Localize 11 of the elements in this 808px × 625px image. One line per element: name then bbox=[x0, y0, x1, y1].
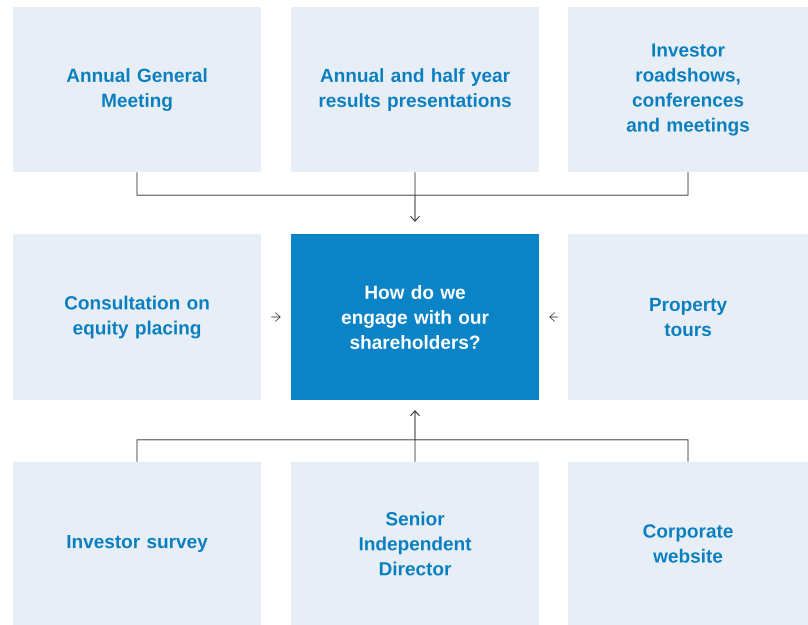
topic-box: Annual and half year results presentations bbox=[291, 7, 539, 172]
arrow bbox=[410, 172, 688, 222]
topic-box: Investor survey bbox=[13, 462, 261, 625]
arrow bbox=[410, 410, 688, 462]
topic-box: Investor roadshows, conferences and meetings bbox=[568, 7, 808, 172]
topic-box: Corporate website bbox=[568, 462, 808, 625]
topic-box: Property tours bbox=[568, 234, 808, 400]
topic-box: Senior Independent Director bbox=[291, 462, 539, 625]
topic-box: Annual General Meeting bbox=[13, 7, 261, 172]
topic-box: Consultation on equity placing bbox=[13, 234, 261, 400]
question-box: How do we engage with our shareholders? bbox=[291, 234, 539, 400]
